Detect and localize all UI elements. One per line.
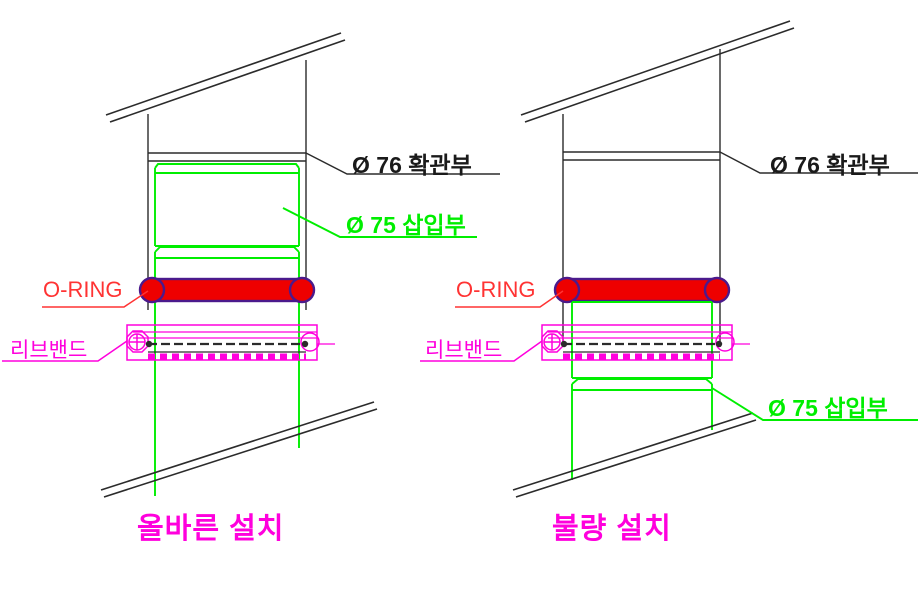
label-socket-correct: Ø 76 확관부 xyxy=(352,152,472,178)
socket-body-defective xyxy=(562,49,721,347)
socket-body-correct xyxy=(147,60,307,310)
leader-ribband-defective xyxy=(420,340,543,362)
leader-insert-correct xyxy=(282,207,477,238)
upper-pipe-defective xyxy=(520,20,795,123)
leader-socket-defective xyxy=(719,151,918,174)
ribband-bolt-icon-defective xyxy=(541,330,564,353)
oring-defective xyxy=(553,276,731,304)
label-insert-correct: Ø 75 삽입부 xyxy=(346,212,466,238)
lower-pipe-defective xyxy=(512,412,757,498)
insert-pipe-correct xyxy=(154,163,300,496)
leader-ribband-correct xyxy=(2,340,128,362)
ribband-correct xyxy=(126,324,335,361)
oring-correct xyxy=(138,276,316,304)
ribband-defective xyxy=(541,324,750,361)
label-socket-defective: Ø 76 확관부 xyxy=(770,152,890,178)
insert-pipe-defective xyxy=(571,301,713,480)
label-oring-correct: O-RING xyxy=(43,277,123,302)
lower-pipe-correct xyxy=(100,401,378,498)
panel-defective xyxy=(420,20,918,498)
caption-defective-installation: 불량 설치 xyxy=(552,513,672,545)
label-insert-defective: Ø 75 삽입부 xyxy=(768,395,888,421)
label-oring-defective: O-RING xyxy=(456,277,536,302)
upper-pipe-correct xyxy=(105,32,346,123)
leader-socket-correct xyxy=(305,152,500,175)
ribband-bolt-icon-correct xyxy=(126,330,149,353)
leader-oring-correct xyxy=(42,290,149,308)
label-ribband-correct: 리브밴드 xyxy=(10,339,88,362)
leader-insert-defective xyxy=(711,387,918,421)
leader-oring-defective xyxy=(455,290,564,308)
caption-correct-installation: 올바른 설치 xyxy=(137,513,285,545)
panel-correct xyxy=(2,32,500,498)
label-ribband-defective: 리브밴드 xyxy=(425,339,503,362)
